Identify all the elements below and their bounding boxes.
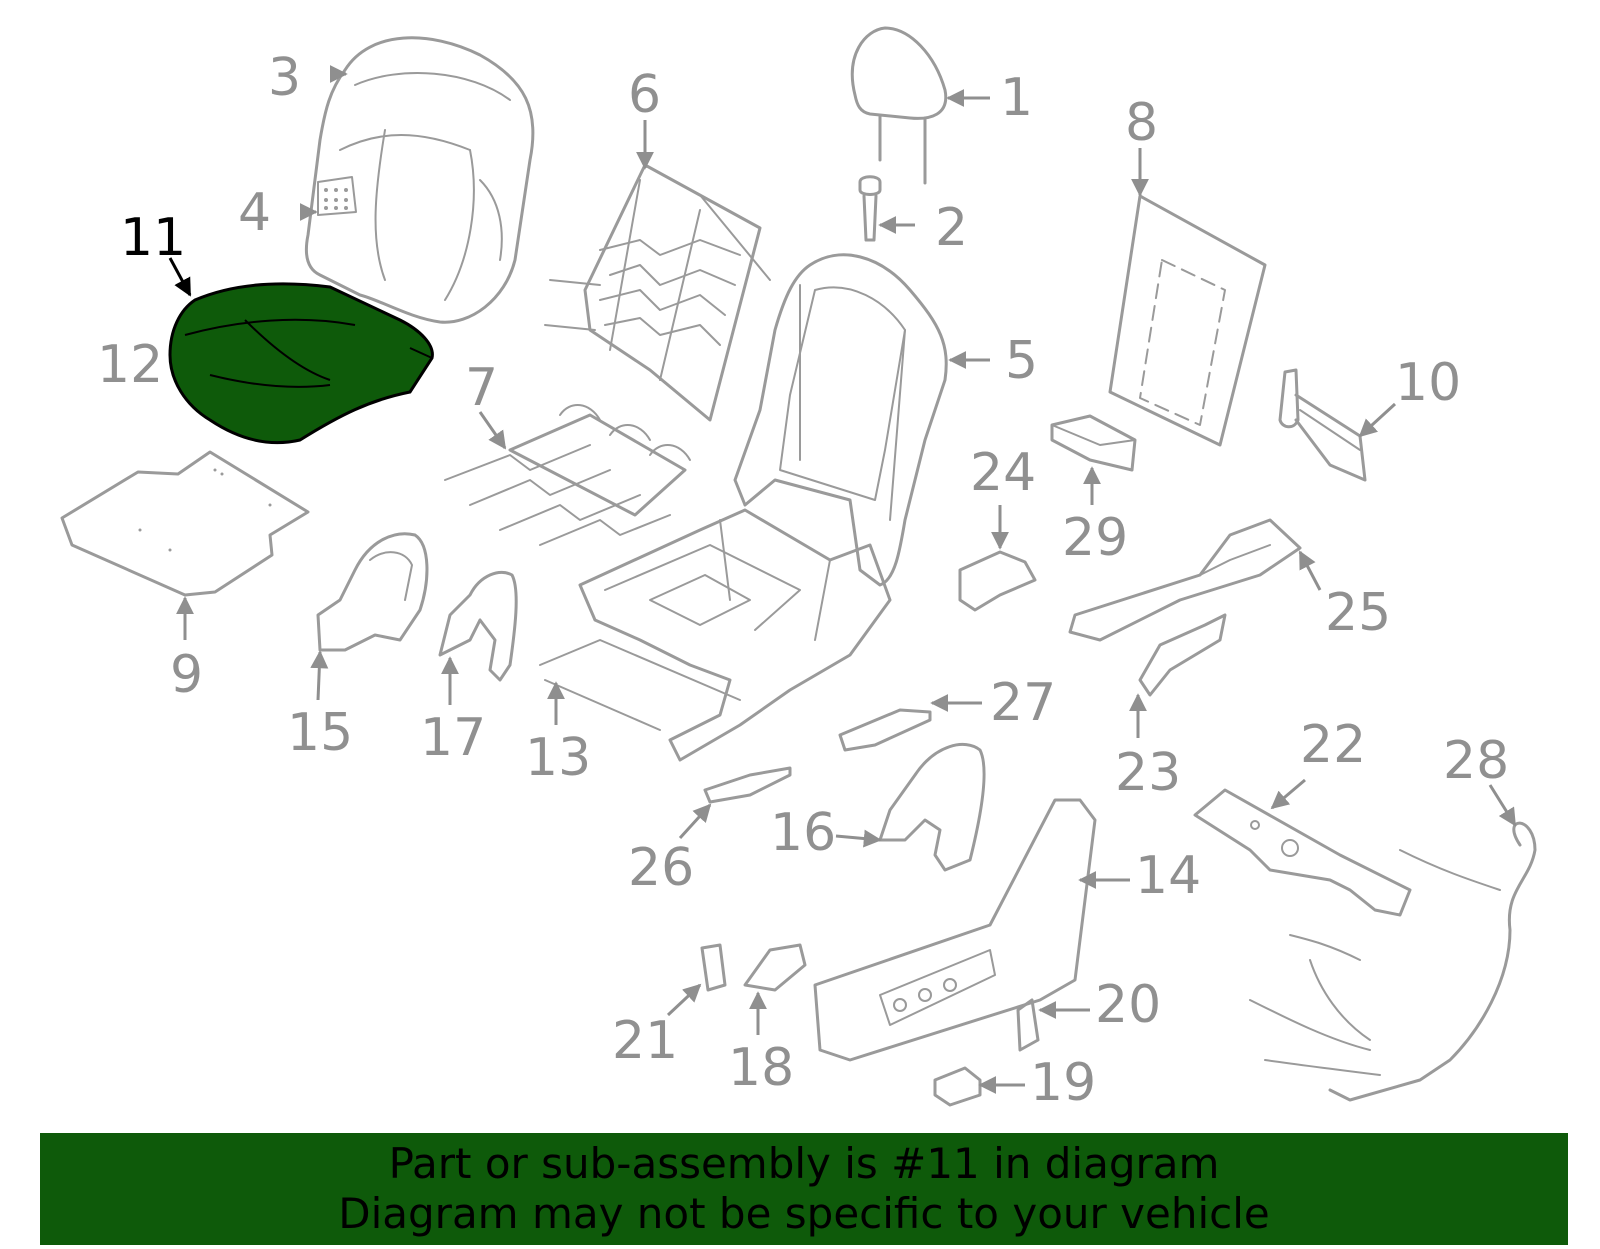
callout-5[interactable]: 5: [1005, 331, 1038, 391]
part-16-side-bracket[interactable]: [878, 742, 986, 872]
part-1-headrest[interactable]: [850, 26, 948, 185]
part-20-knob[interactable]: [1016, 998, 1040, 1052]
part-19-knob[interactable]: [933, 1066, 982, 1107]
part-18-switch[interactable]: [743, 943, 807, 992]
part-24-clip[interactable]: [958, 550, 1037, 612]
callout-25[interactable]: 25: [1325, 583, 1391, 643]
callout-4[interactable]: 4: [238, 183, 271, 243]
callout-11-highlighted[interactable]: 11: [120, 208, 186, 268]
callout-3[interactable]: 3: [268, 48, 301, 108]
part-5-seatback-frame[interactable]: [733, 253, 948, 587]
callout-1[interactable]: 1: [1000, 68, 1033, 128]
part-7-cushion-springs[interactable]: [444, 404, 691, 546]
callout-13[interactable]: 13: [525, 728, 591, 788]
part-26-bracket[interactable]: [703, 766, 792, 804]
callout-9[interactable]: 9: [170, 645, 203, 705]
part-23-rail-bracket[interactable]: [1138, 613, 1227, 697]
callout-23[interactable]: 23: [1115, 743, 1181, 803]
callout-18[interactable]: 18: [728, 1038, 794, 1098]
part-17-bracket[interactable]: [438, 570, 518, 682]
callout-2[interactable]: 2: [935, 198, 968, 258]
part-11-seat-cushion-cover[interactable]: [168, 282, 434, 445]
part-29-module[interactable]: [1050, 414, 1137, 472]
callout-10[interactable]: 10: [1395, 353, 1461, 413]
callout-27[interactable]: 27: [990, 673, 1056, 733]
part-2-headrest-guide[interactable]: [858, 175, 882, 242]
info-banner: Part or sub-assembly is #11 in diagram D…: [40, 1133, 1568, 1245]
part-10-lumbar-support[interactable]: [1278, 368, 1367, 482]
callout-21[interactable]: 21: [612, 1011, 678, 1071]
callout-26[interactable]: 26: [628, 838, 694, 898]
part-13-seat-frame[interactable]: [539, 508, 892, 762]
part-3-seatback-cover[interactable]: [305, 36, 535, 324]
callout-24[interactable]: 24: [970, 443, 1036, 503]
callout-22[interactable]: 22: [1300, 715, 1366, 775]
callout-15[interactable]: 15: [287, 703, 353, 763]
part-14-outer-side-shield[interactable]: [813, 798, 1097, 1062]
callout-6[interactable]: 6: [628, 65, 661, 125]
part-28-wire-harness[interactable]: [1249, 821, 1537, 1102]
callout-7[interactable]: 7: [465, 358, 498, 418]
callout-16[interactable]: 16: [770, 803, 836, 863]
callout-29[interactable]: 29: [1062, 508, 1128, 568]
callout-20[interactable]: 20: [1095, 975, 1161, 1035]
banner-line-part-info: Part or sub-assembly is #11 in diagram: [388, 1139, 1220, 1188]
part-21-knob[interactable]: [700, 943, 727, 992]
part-9-cushion-pad[interactable]: [60, 450, 310, 597]
callout-12[interactable]: 12: [97, 335, 163, 395]
part-8-back-board[interactable]: [1108, 194, 1267, 447]
part-25-rail-cover[interactable]: [1068, 518, 1302, 642]
callout-19[interactable]: 19: [1030, 1053, 1096, 1113]
callout-28[interactable]: 28: [1443, 731, 1509, 791]
part-6-spring-mat[interactable]: [544, 163, 771, 422]
callout-17[interactable]: 17: [420, 708, 486, 768]
part-27-bracket[interactable]: [838, 708, 932, 752]
banner-line-disclaimer: Diagram may not be specific to your vehi…: [338, 1189, 1270, 1238]
part-4-label-tag[interactable]: [317, 176, 357, 216]
part-15-side-shield[interactable]: [316, 532, 429, 652]
callout-14[interactable]: 14: [1135, 846, 1201, 906]
callout-8[interactable]: 8: [1125, 93, 1158, 153]
part-22-bracket[interactable]: [1193, 788, 1412, 917]
